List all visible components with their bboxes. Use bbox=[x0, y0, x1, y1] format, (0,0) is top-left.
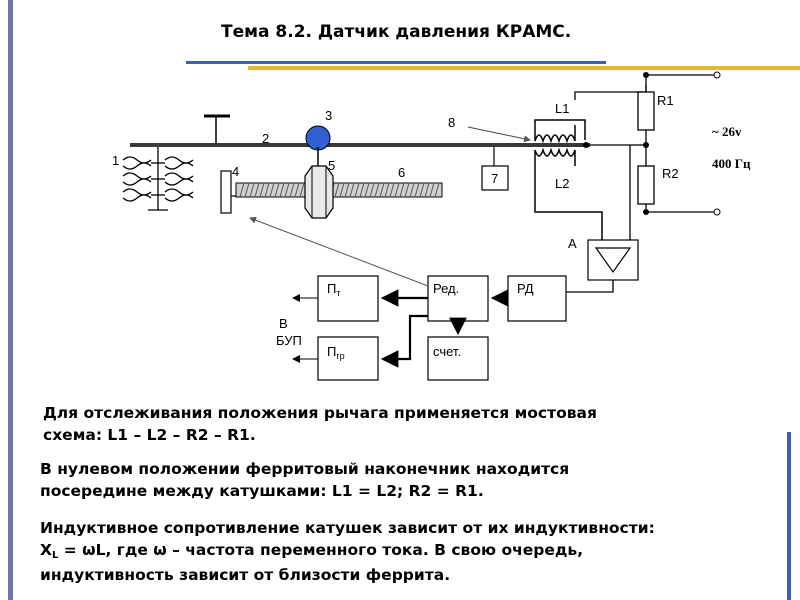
feedback-line bbox=[249, 216, 429, 287]
paragraph-1-line-2: схема: L1 – L2 – R2 – R1. bbox=[43, 426, 256, 444]
paragraph-2-line-1: В нулевом положении ферритовый наконечни… bbox=[40, 460, 570, 478]
label-L2: L2 bbox=[555, 176, 569, 191]
output-label-line1: В bbox=[279, 316, 288, 331]
lever bbox=[130, 114, 590, 166]
node-mid bbox=[643, 142, 649, 148]
screw-thread bbox=[379, 182, 385, 198]
screw-thread bbox=[369, 182, 375, 198]
aneroid-capsule bbox=[122, 143, 194, 211]
page-title: Тема 8.2. Датчик давления КРАМС. bbox=[221, 22, 572, 42]
stop-plate bbox=[220, 170, 232, 214]
screw-thread bbox=[434, 182, 440, 198]
screw-thread bbox=[264, 182, 270, 198]
block-pgr-label: Пгр bbox=[327, 344, 345, 361]
block-rd-label: РД bbox=[517, 281, 534, 296]
screw-thread bbox=[414, 182, 420, 198]
label-8-pointer bbox=[467, 126, 531, 143]
left-accent-bar bbox=[8, 0, 13, 600]
screw-thread bbox=[299, 182, 305, 198]
screw-thread bbox=[239, 182, 245, 198]
adjusting-nut bbox=[304, 165, 334, 219]
node-bottom bbox=[643, 209, 649, 215]
screw-thread bbox=[274, 182, 280, 198]
label-1: 1 bbox=[112, 153, 119, 168]
label-6: 6 bbox=[398, 165, 405, 180]
screw-thread bbox=[389, 182, 395, 198]
screw-thread bbox=[354, 182, 360, 198]
resistor-bridge bbox=[574, 74, 715, 240]
screw-thread bbox=[289, 182, 295, 198]
label-R1: R1 bbox=[657, 93, 674, 108]
screw-thread bbox=[419, 182, 425, 198]
label-3: 3 bbox=[325, 108, 332, 123]
label-R2: R2 bbox=[662, 166, 679, 181]
block-schet-label: счет. bbox=[433, 344, 461, 359]
output-label-line2: БУП bbox=[276, 333, 302, 348]
terminal-top bbox=[713, 71, 721, 79]
label-7: 7 bbox=[491, 171, 498, 186]
screw-thread bbox=[334, 182, 340, 198]
label-4: 4 bbox=[232, 164, 239, 179]
paragraph-bridge: Для отслеживания положения рычага примен… bbox=[43, 402, 597, 446]
right-accent-bar bbox=[787, 432, 791, 600]
threaded-screw bbox=[235, 182, 443, 198]
paragraph-inductance: Индуктивное сопротивление катушек зависи… bbox=[40, 517, 655, 586]
screw-thread bbox=[279, 182, 285, 198]
screw-thread bbox=[349, 182, 355, 198]
screw-thread bbox=[404, 182, 410, 198]
screw-thread bbox=[269, 182, 275, 198]
label-5: 5 bbox=[328, 158, 335, 173]
coils bbox=[534, 119, 603, 240]
paragraph-zero-position: В нулевом положении ферритовый наконечни… bbox=[40, 458, 569, 502]
screw-thread bbox=[294, 182, 300, 198]
node-top bbox=[643, 72, 649, 78]
block-red-label: Ред. bbox=[433, 281, 459, 296]
screw-thread bbox=[344, 182, 350, 198]
screw-thread bbox=[359, 182, 365, 198]
amplifier-a bbox=[566, 239, 639, 293]
label-2: 2 bbox=[262, 131, 269, 146]
ball-weight bbox=[305, 125, 331, 151]
screw-thread bbox=[424, 182, 430, 198]
component-7-box bbox=[481, 165, 509, 191]
block-diagram bbox=[317, 275, 567, 381]
label-8: 8 bbox=[448, 115, 455, 130]
screw-thread bbox=[409, 182, 415, 198]
screw-thread bbox=[249, 182, 255, 198]
title-underline-blue bbox=[186, 61, 606, 64]
supply-frequency: 400 Гц bbox=[712, 156, 751, 171]
label-A: A bbox=[568, 236, 577, 251]
block-pt-label: Пт bbox=[327, 281, 340, 298]
paragraph-1-line-1: Для отслеживания положения рычага примен… bbox=[43, 404, 597, 422]
terminal-bottom bbox=[713, 208, 721, 216]
paragraph-3-line-3: индуктивность зависит от близости феррит… bbox=[40, 566, 451, 584]
screw-thread bbox=[259, 182, 265, 198]
paragraph-3-line-2: XL = ωL, где ω – частота переменного ток… bbox=[40, 541, 584, 561]
screw-thread bbox=[244, 182, 250, 198]
screw-thread bbox=[284, 182, 290, 198]
screw-thread bbox=[384, 182, 390, 198]
screw-thread bbox=[254, 182, 260, 198]
label-L1: L1 bbox=[555, 101, 569, 116]
supply-voltage: ~ 26v bbox=[712, 124, 742, 139]
screw-thread bbox=[364, 182, 370, 198]
screw-thread bbox=[429, 182, 435, 198]
paragraph-3-line-1: Индуктивное сопротивление катушек зависи… bbox=[40, 519, 655, 537]
screw-thread bbox=[339, 182, 345, 198]
screw-thread bbox=[394, 182, 400, 198]
screw-thread bbox=[399, 182, 405, 198]
screw-thread bbox=[374, 182, 380, 198]
title-underline-gold bbox=[248, 66, 800, 70]
paragraph-2-line-2: посередине между катушками: L1 = L2; R2 … bbox=[40, 482, 484, 500]
